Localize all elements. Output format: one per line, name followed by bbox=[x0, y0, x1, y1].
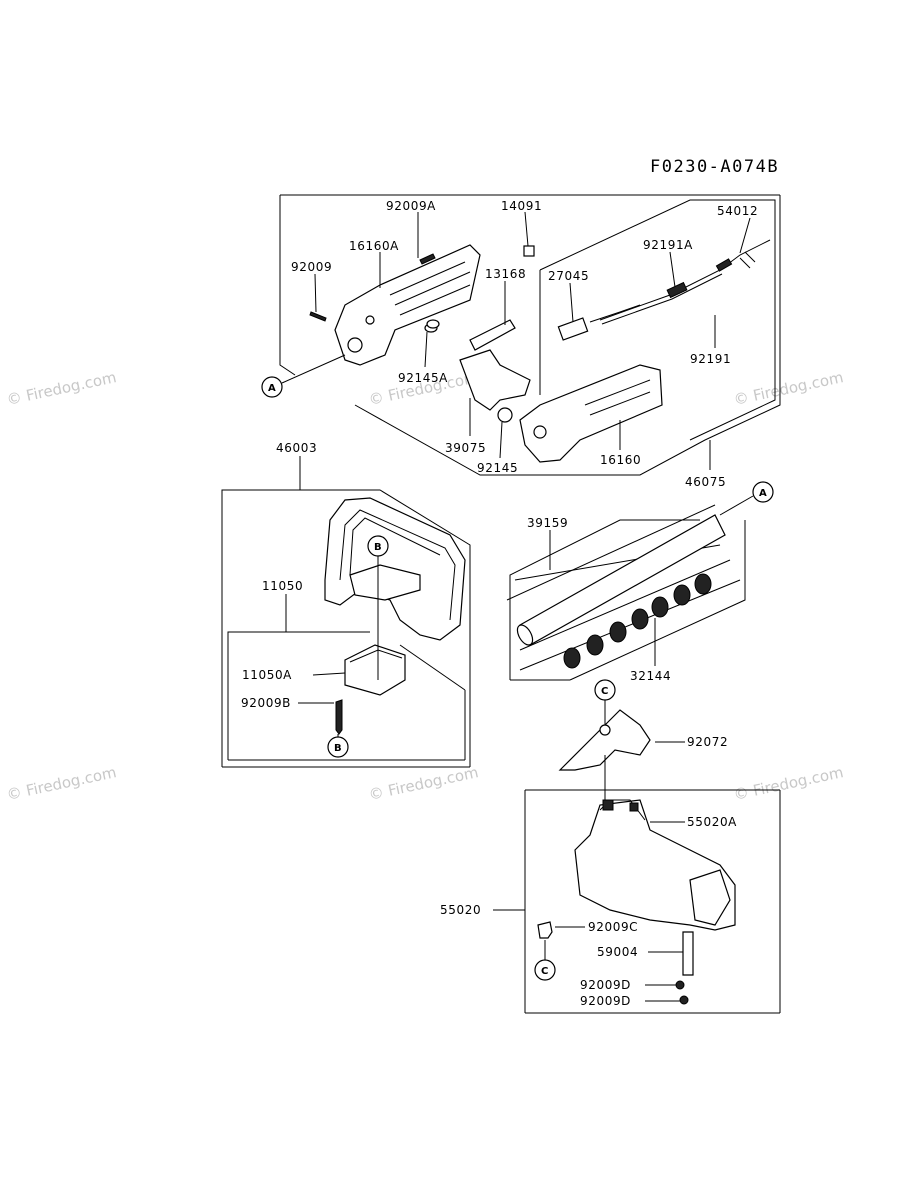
screw-92009D-1-shape bbox=[675, 980, 685, 990]
part-label-39159: 39159 bbox=[527, 516, 568, 530]
part-label-54012: 54012 bbox=[717, 204, 758, 218]
spring-92145-shape bbox=[497, 407, 513, 423]
part-label-92009D-2: 92009D bbox=[580, 994, 631, 1008]
housing-right-half-shape bbox=[519, 364, 663, 463]
screw-92009B-shape bbox=[335, 699, 343, 735]
part-label-39075: 39075 bbox=[445, 441, 486, 455]
callout-a-right bbox=[752, 481, 774, 503]
callout-c-bottom-label: C bbox=[541, 966, 548, 977]
part-label-92009B: 92009B bbox=[241, 696, 291, 710]
callout-b-bottom-label: B bbox=[334, 743, 342, 754]
part-label-92191A: 92191A bbox=[643, 238, 693, 252]
part-label-59004: 59004 bbox=[597, 945, 638, 959]
part-label-13168: 13168 bbox=[485, 267, 526, 281]
part-label-92009A: 92009A bbox=[386, 199, 436, 213]
group-guard: C 92072 C bbox=[440, 679, 781, 1014]
part-label-55020A: 55020A bbox=[687, 815, 737, 829]
part-label-92009C: 92009C bbox=[588, 920, 638, 934]
housing-left-half-shape bbox=[334, 244, 481, 366]
shaft-39159-shape bbox=[506, 504, 716, 601]
trigger-39075-shape bbox=[459, 349, 531, 411]
loop-handle-shape bbox=[324, 497, 466, 641]
callout-b-top-label: B bbox=[374, 542, 382, 553]
part-label-32144: 32144 bbox=[630, 669, 671, 683]
watermark-right-top: © Firedog.com bbox=[732, 368, 845, 409]
screw-92009C-shape bbox=[537, 921, 553, 939]
group-handle-housing: A 92009A 14091 54012 16160A 92009 13168 … bbox=[261, 194, 781, 489]
part-label-55020: 55020 bbox=[440, 903, 481, 917]
part-label-27045: 27045 bbox=[548, 269, 589, 283]
callout-a-right-label: A bbox=[759, 488, 767, 499]
watermark-left-bottom: © Firedog.com bbox=[5, 763, 118, 804]
part-label-14091: 14091 bbox=[501, 199, 542, 213]
watermark-center-bottom: © Firedog.com bbox=[367, 763, 480, 804]
callout-a-top bbox=[261, 376, 283, 398]
part-label-92072: 92072 bbox=[687, 735, 728, 749]
bracket-92072-shape bbox=[558, 709, 651, 771]
part-label-16160: 16160 bbox=[600, 453, 641, 467]
shaft-59004-shape bbox=[682, 931, 694, 976]
screw-92009A-shape bbox=[419, 253, 436, 265]
part-label-92009D-1: 92009D bbox=[580, 978, 631, 992]
screw-92009-shape bbox=[309, 311, 327, 322]
part-label-11050A: 11050A bbox=[242, 668, 292, 682]
part-label-92009: 92009 bbox=[291, 260, 332, 274]
callout-c-top-label: C bbox=[601, 686, 608, 697]
drive-tube-shape bbox=[516, 514, 726, 646]
diagram-code: F0230-A074B bbox=[650, 157, 779, 177]
watermark-right-bottom: © Firedog.com bbox=[732, 763, 845, 804]
dampers-32144-shape bbox=[563, 573, 712, 669]
part-label-92145A: 92145A bbox=[398, 371, 448, 385]
part-label-11050: 11050 bbox=[262, 579, 303, 593]
clamp-11050A-shape bbox=[344, 644, 406, 696]
part-label-46075: 46075 bbox=[685, 475, 726, 489]
part-label-92191: 92191 bbox=[690, 352, 731, 366]
cable-92191A-shape bbox=[599, 239, 771, 325]
watermark-left: © Firedog.com bbox=[5, 368, 118, 409]
spring-92145A-shape bbox=[424, 319, 440, 333]
switch-27045-shape bbox=[557, 304, 641, 341]
part-label-46003: 46003 bbox=[276, 441, 317, 455]
guard-55020-shape bbox=[574, 799, 736, 931]
part-label-16160A: 16160A bbox=[349, 239, 399, 253]
switch-14091-shape bbox=[523, 245, 535, 257]
screw-92009D-2-shape bbox=[679, 995, 689, 1005]
group-shaft: A 39159 32144 bbox=[506, 481, 774, 683]
part-label-92145: 92145 bbox=[477, 461, 518, 475]
lever-13168-shape bbox=[469, 319, 516, 351]
group-loop-handle: 46003 B B 11 bbox=[221, 441, 471, 768]
callout-a-top-label: A bbox=[268, 383, 276, 394]
